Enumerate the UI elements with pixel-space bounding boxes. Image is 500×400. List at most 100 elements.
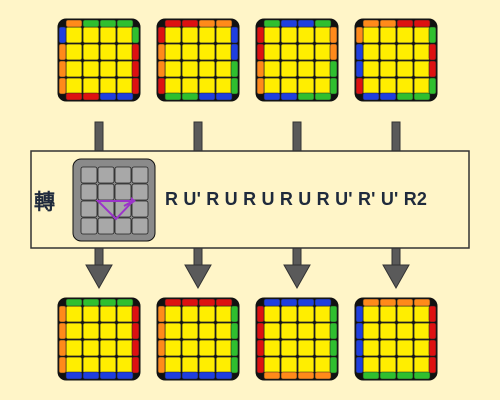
before-cube-2-face-sticker: [198, 43, 216, 61]
after-cube-4-face-sticker: [362, 305, 380, 323]
after-cube-3-face-sticker: [314, 305, 332, 323]
before-cube-3-face-sticker: [263, 77, 281, 95]
before-cube-2-bottom-edge: [198, 92, 216, 101]
before-cube-1-face-sticker: [116, 77, 134, 95]
after-cube-3-bottom-edge: [280, 371, 298, 380]
before-cube-3-top-edge: [263, 19, 281, 28]
before-cube-4-face-sticker: [379, 26, 397, 44]
before-cube-1-right-edge: [131, 77, 140, 95]
after-cube-3-face-sticker: [297, 356, 315, 374]
after-cube-1-bottom-edge: [65, 371, 83, 380]
before-cube-1-face-sticker: [82, 60, 100, 78]
before-cube-2-face-sticker: [164, 43, 182, 61]
before-cube-1-face-sticker: [82, 43, 100, 61]
after-cube-4-top-edge: [396, 298, 414, 307]
before-cube-2-left-edge: [157, 26, 166, 44]
connector-stem-top-1: [94, 121, 104, 153]
after-cube-4-top-edge: [362, 298, 380, 307]
reference-cube-face-sticker: [80, 200, 98, 218]
before-cube-4: [354, 18, 438, 102]
before-cube-2-top-edge: [181, 19, 199, 28]
after-cube-1-face-sticker: [65, 339, 83, 357]
arrow-head-3: [283, 264, 311, 290]
connector-stem-bottom-4: [391, 246, 401, 266]
before-cube-1-top-edge: [99, 19, 117, 28]
after-cube-4-right-edge: [428, 356, 437, 374]
before-cube-1-right-edge: [131, 43, 140, 61]
before-cube-2-right-edge: [230, 43, 239, 61]
after-cube-1-face-sticker: [99, 305, 117, 323]
after-cube-3-face-sticker: [297, 305, 315, 323]
after-cube-1-face-sticker: [116, 322, 134, 340]
after-cube-2-face-sticker: [215, 322, 233, 340]
before-cube-2-bottom-edge: [215, 92, 233, 101]
before-cube-4-top-edge: [413, 19, 431, 28]
after-cube-1-right-edge: [131, 339, 140, 357]
before-cube-2-face-sticker: [181, 77, 199, 95]
after-cube-1-bottom-edge: [99, 371, 117, 380]
before-cube-1: [57, 18, 141, 102]
before-cube-4-top-edge: [379, 19, 397, 28]
after-cube-3-face-sticker: [314, 356, 332, 374]
after-cube-2-left-edge: [157, 305, 166, 323]
before-cube-1-bottom-edge: [82, 92, 100, 101]
before-cube-2-top-edge: [164, 19, 182, 28]
after-cube-3-left-edge: [256, 356, 265, 374]
before-cube-3-right-edge: [329, 77, 338, 95]
before-cube-2-face-sticker: [215, 43, 233, 61]
before-cube-4-face-sticker: [413, 43, 431, 61]
after-cube-2-face-sticker: [198, 339, 216, 357]
after-cube-4-face-sticker: [379, 339, 397, 357]
after-cube-4-right-edge: [428, 305, 437, 323]
reference-cube-face-sticker: [80, 217, 98, 235]
before-cube-1-face-sticker: [99, 77, 117, 95]
after-cube-2-top-edge: [215, 298, 233, 307]
after-cube-3-top-edge: [263, 298, 281, 307]
after-cube-4-face-sticker: [396, 305, 414, 323]
after-cube-1-right-edge: [131, 322, 140, 340]
after-cube-2-face-sticker: [181, 339, 199, 357]
after-cube-3-face-sticker: [280, 356, 298, 374]
after-cube-1-right-edge: [131, 305, 140, 323]
before-cube-3-face-sticker: [280, 77, 298, 95]
after-cube-2-top-edge: [164, 298, 182, 307]
after-cube-1-face-sticker: [65, 356, 83, 374]
connector-stem-bottom-1: [94, 246, 104, 266]
after-cube-3: [255, 297, 339, 381]
before-cube-3-face-sticker: [297, 43, 315, 61]
reference-cube-face-sticker: [80, 183, 98, 201]
before-cube-1-left-edge: [58, 60, 67, 78]
after-cube-3-face-sticker: [263, 305, 281, 323]
before-cube-3-bottom-edge: [280, 92, 298, 101]
before-cube-3-face-sticker: [297, 77, 315, 95]
after-cube-2-left-edge: [157, 322, 166, 340]
after-cube-1-left-edge: [58, 339, 67, 357]
after-cube-2-face-sticker: [164, 305, 182, 323]
before-cube-2-bottom-edge: [164, 92, 182, 101]
arrow-head-4: [382, 264, 410, 290]
after-cube-2-face-sticker: [198, 305, 216, 323]
before-cube-1-right-edge: [131, 26, 140, 44]
before-cube-4-top-edge: [362, 19, 380, 28]
before-cube-1-bottom-edge: [65, 92, 83, 101]
reference-cube-face-sticker: [131, 217, 149, 235]
before-cube-2-face-sticker: [215, 77, 233, 95]
before-cube-3-bottom-edge: [263, 92, 281, 101]
after-cube-2-face-sticker: [198, 356, 216, 374]
before-cube-3-left-edge: [256, 60, 265, 78]
arrow-head-2: [184, 264, 212, 290]
after-cube-3-face-sticker: [263, 322, 281, 340]
reference-cube-face-sticker: [80, 166, 98, 184]
after-cube-2-bottom-edge: [198, 371, 216, 380]
after-cube-4-right-edge: [428, 322, 437, 340]
before-cube-4-face-sticker: [362, 77, 380, 95]
after-cube-3-face-sticker: [314, 339, 332, 357]
before-cube-1-face-sticker: [82, 26, 100, 44]
after-cube-2-face-sticker: [181, 356, 199, 374]
after-cube-1-face-sticker: [82, 305, 100, 323]
reference-cube-face-sticker: [97, 166, 115, 184]
after-cube-2-face-sticker: [215, 305, 233, 323]
after-cube-3-right-edge: [329, 356, 338, 374]
reference-cube-face-sticker: [131, 183, 149, 201]
